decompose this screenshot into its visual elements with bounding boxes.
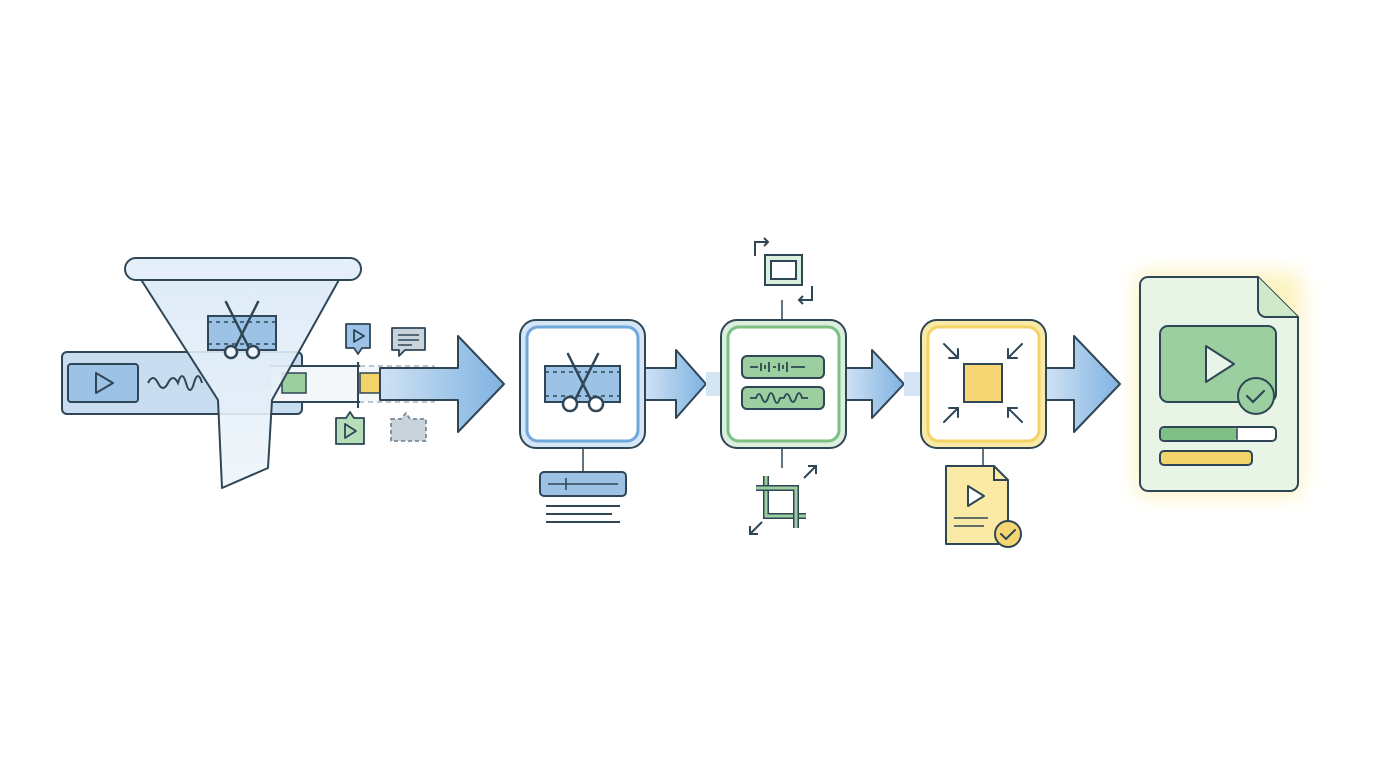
play-icon xyxy=(95,372,114,394)
compress-arrows-icon xyxy=(943,343,1023,423)
film-strip-icon xyxy=(544,365,621,403)
flow-arrow-1 xyxy=(379,335,505,433)
text-lines-icon xyxy=(546,505,620,523)
crop-icon xyxy=(749,465,817,535)
stage-audio-transform xyxy=(720,237,847,535)
waveform-icon xyxy=(147,375,203,391)
comment-icon xyxy=(391,327,426,357)
check-badge-icon xyxy=(1237,377,1275,415)
play-icon xyxy=(1205,345,1235,383)
stage-ingest xyxy=(61,257,505,489)
timeline-bar-icon xyxy=(539,471,627,497)
video-file-check-icon xyxy=(945,465,1022,548)
flow-arrow-2 xyxy=(644,349,707,419)
flow-arrow-4 xyxy=(1045,335,1121,433)
audio-waveform-icon xyxy=(741,355,825,410)
scissors-icon xyxy=(223,300,261,360)
green-play-badge-icon xyxy=(335,411,365,445)
film-strip-icon xyxy=(207,315,277,351)
stage-output xyxy=(1136,272,1302,496)
scissors-icon xyxy=(561,352,605,413)
funnel-icon xyxy=(124,257,362,489)
dashed-comment-icon xyxy=(390,412,427,442)
compressed-square xyxy=(963,363,1003,403)
flow-band-3 xyxy=(904,372,922,396)
progress-bar-icon xyxy=(1159,426,1277,466)
video-clip-icon xyxy=(67,363,139,403)
yellow-segment xyxy=(359,372,383,394)
rotate-frame-icon xyxy=(754,237,813,305)
stage-compress xyxy=(920,319,1047,548)
flow-arrow-3 xyxy=(845,349,905,419)
play-badge-icon xyxy=(345,323,371,355)
stage-cut xyxy=(519,319,646,523)
document-fold xyxy=(1257,277,1298,318)
flow-band-2 xyxy=(706,372,722,396)
